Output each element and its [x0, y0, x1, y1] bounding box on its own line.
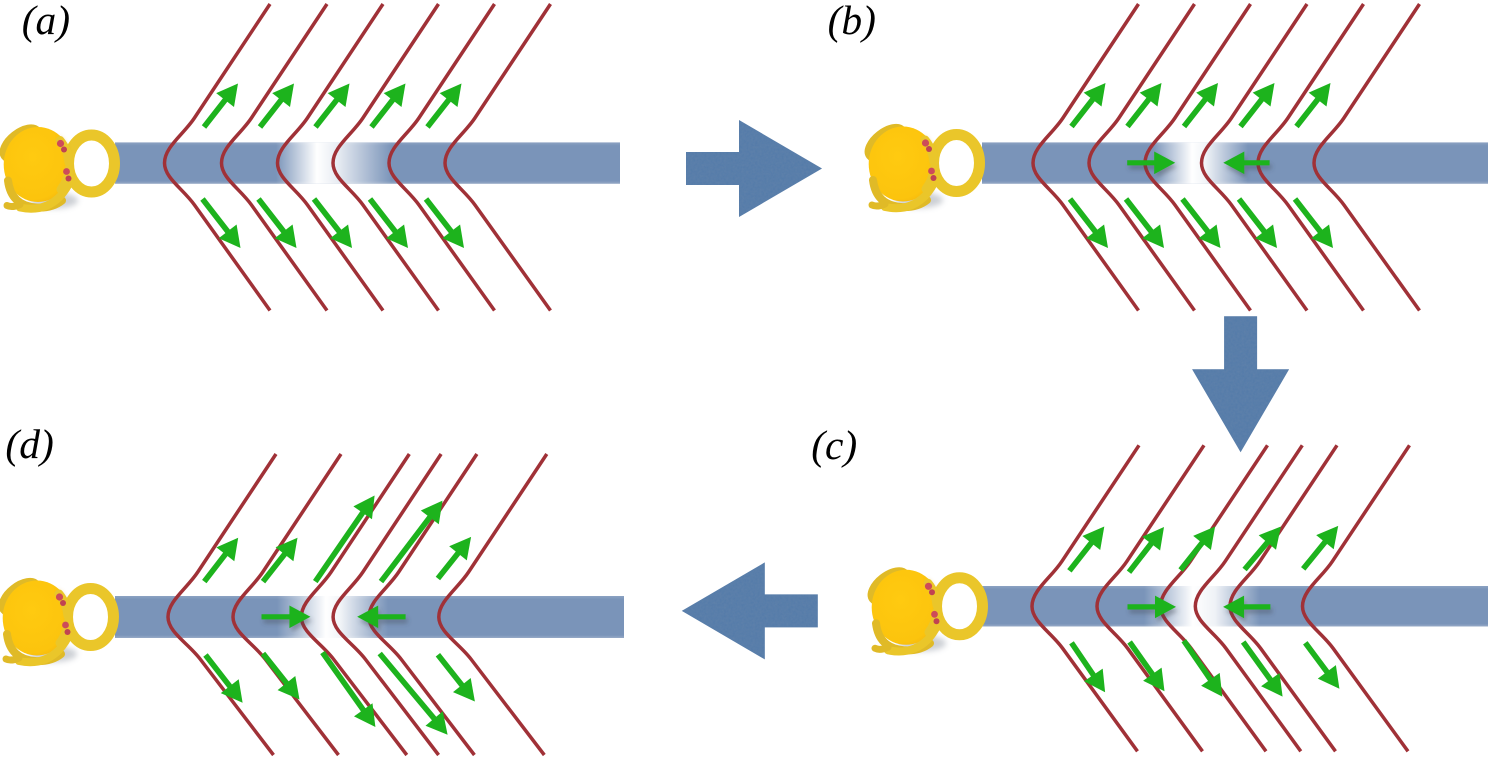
svg-text:(a): (a)	[22, 0, 70, 44]
svg-text:(c): (c)	[811, 422, 857, 469]
svg-text:(d): (d)	[5, 421, 53, 468]
svg-text:(b): (b)	[828, 0, 876, 44]
